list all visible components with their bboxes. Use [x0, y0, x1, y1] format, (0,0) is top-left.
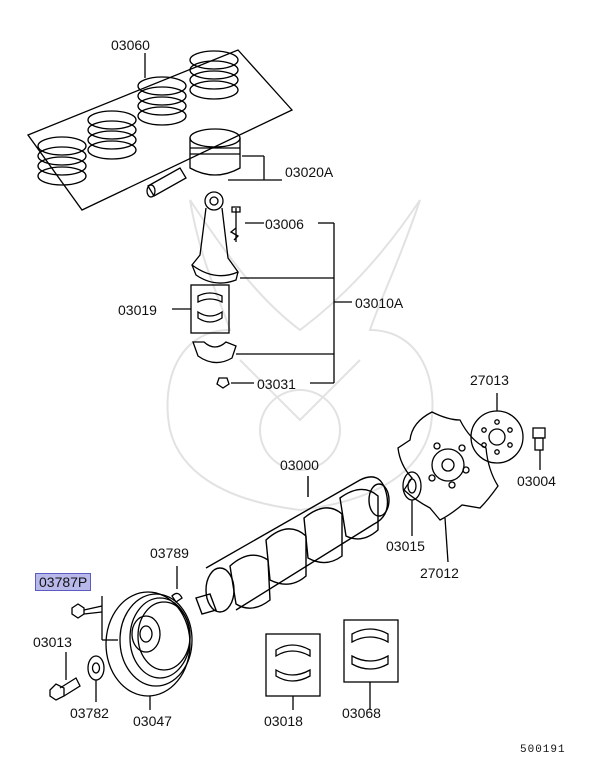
label-03782[interactable]: 03782 [70, 705, 109, 721]
label-03004[interactable]: 03004 [517, 473, 556, 489]
label-03789[interactable]: 03789 [150, 545, 189, 561]
piston-ring-group-2 [87, 110, 137, 160]
piston [146, 128, 282, 198]
piston-ring-set-panel [26, 49, 294, 211]
label-27012[interactable]: 27012 [420, 565, 459, 581]
label-03031[interactable]: 03031 [257, 376, 296, 392]
crankshaft [195, 476, 390, 615]
label-03015[interactable]: 03015 [386, 538, 425, 554]
woodruff-key [171, 566, 183, 603]
label-03068[interactable]: 03068 [342, 705, 381, 721]
conrod-bearing-box [172, 284, 230, 334]
label-03020a[interactable]: 03020A [285, 164, 334, 180]
pulley-bolt [49, 652, 81, 701]
thrust-bearing-box [343, 619, 399, 710]
label-03010a[interactable]: 03010A [355, 295, 404, 311]
spacer-ring [402, 471, 422, 536]
washer [87, 655, 105, 702]
crankshaft-pulley [105, 591, 193, 710]
flex-plate [397, 411, 499, 563]
catalog-number: 500191 [520, 744, 566, 756]
conrod-cap [192, 341, 334, 389]
label-27013[interactable]: 27013 [470, 372, 509, 388]
label-03060[interactable]: 03060 [111, 37, 150, 53]
label-03787p-highlighted[interactable]: 03787P [35, 573, 92, 591]
label-03013[interactable]: 03013 [33, 634, 72, 650]
piston-ring-group-4 [189, 50, 239, 100]
piston-ring-group-1 [37, 136, 87, 186]
watermark-emblem [166, 199, 434, 512]
drive-plate-adapter [470, 393, 524, 464]
connecting-rod [191, 191, 352, 383]
label-03018[interactable]: 03018 [264, 713, 303, 729]
label-03047[interactable]: 03047 [133, 713, 172, 729]
piston-ring-group-3 [137, 76, 187, 126]
label-03000[interactable]: 03000 [280, 457, 319, 473]
label-03006[interactable]: 03006 [265, 216, 304, 232]
bolt-03787p [71, 596, 118, 641]
label-03019[interactable]: 03019 [118, 302, 157, 318]
main-bearing-box [265, 633, 321, 710]
bolt-03004 [532, 427, 546, 470]
